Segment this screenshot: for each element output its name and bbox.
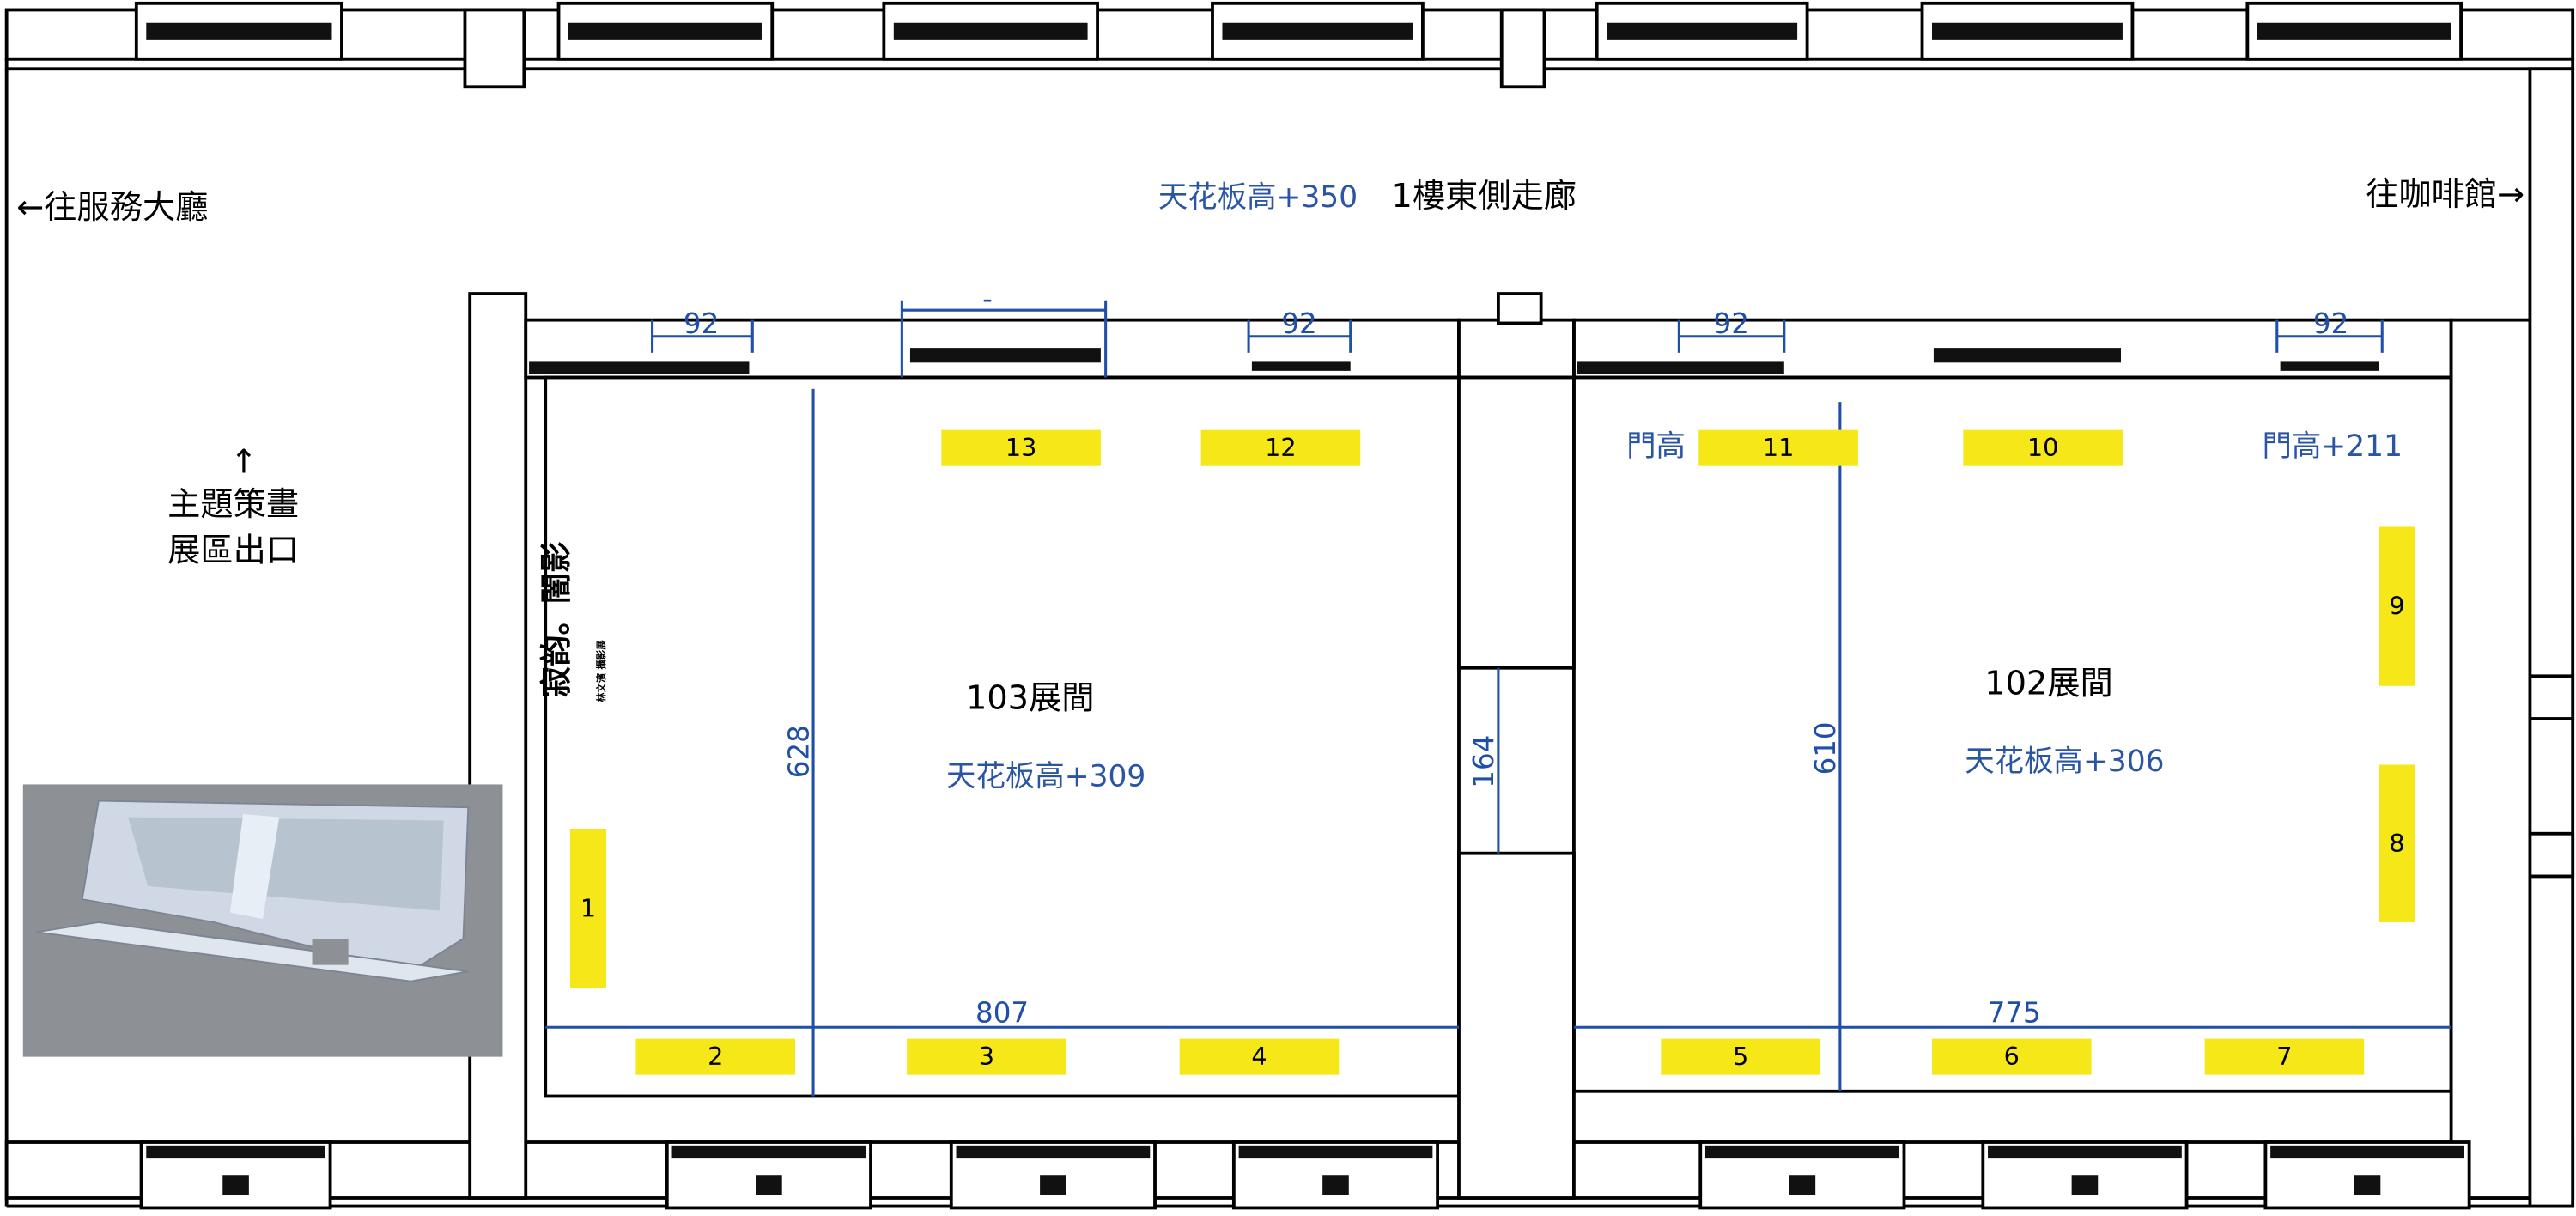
dim-door-c: 92	[1714, 307, 1749, 340]
exhibit-subtitle: 林文濱 攝影展	[595, 640, 607, 702]
window-pane	[568, 22, 762, 40]
exhibit-panel-4: 4	[1179, 1038, 1340, 1075]
exit-arrow-icon: ↑	[230, 443, 258, 481]
dimension-lines	[545, 300, 2451, 1097]
radiator-icon	[1322, 1175, 1349, 1195]
radiator-icon	[2354, 1175, 2381, 1195]
exhibit-panel-5: 5	[1661, 1038, 1820, 1075]
dim-room103-depth: 628	[782, 725, 815, 778]
exhibit-panel-13: 13	[941, 429, 1101, 466]
radiator-icon	[1040, 1175, 1066, 1195]
panel-number: 9	[2389, 592, 2404, 621]
window-pane	[2257, 22, 2451, 40]
door-height-partial: 門高	[1626, 429, 1686, 464]
radiator-icon	[222, 1175, 249, 1195]
window-pane	[146, 22, 332, 40]
window-pane	[146, 1145, 325, 1159]
exhibit-panel-6: 6	[1932, 1038, 2092, 1075]
exhibit-panel-9: 9	[2379, 526, 2415, 686]
corridor-ceiling-label: 天花板高+350	[1158, 180, 1358, 215]
panel-number: 7	[2276, 1042, 2292, 1071]
exit-note-line1: 主題策畫	[167, 486, 299, 524]
exhibit-panel-8: 8	[2379, 764, 2415, 922]
room-102-label: 102展間	[1984, 665, 2113, 702]
panel-number: 4	[1251, 1042, 1267, 1071]
window-pane	[671, 1145, 866, 1159]
left-exit-label: ←往服務大廳	[16, 189, 208, 227]
panel-number: 12	[1265, 433, 1297, 462]
radiator-icon	[756, 1175, 782, 1195]
corridor-title: 1樓東側走廊	[1392, 178, 1577, 216]
window-pane	[1222, 22, 1413, 40]
exhibit-panel-10: 10	[1963, 429, 2123, 466]
window-pane	[893, 22, 1088, 40]
right-exit-label: 往咖啡館→	[2366, 176, 2524, 214]
dim-window: -	[982, 283, 993, 315]
panel-number: 6	[2004, 1042, 2020, 1071]
dim-room103-width: 807	[975, 997, 1029, 1030]
door-height-label: 門高+211	[2263, 429, 2403, 464]
panel-number: 2	[708, 1042, 723, 1071]
exhibit-panel-12: 12	[1200, 429, 1361, 466]
exhibit-panel-3: 3	[907, 1038, 1066, 1075]
window-pane	[1988, 1145, 2182, 1159]
exhibit-panel-1: 1	[569, 829, 606, 988]
panel-number: 5	[1733, 1042, 1748, 1071]
dim-door-d: 92	[2313, 307, 2348, 340]
exhibit-panel-7: 7	[2204, 1038, 2365, 1075]
room-103-ceiling: 天花板高+309	[946, 759, 1145, 793]
panel-number: 8	[2389, 829, 2404, 858]
model-photo	[22, 784, 503, 1057]
window-pane	[1932, 22, 2123, 40]
exhibit-panel-2: 2	[635, 1038, 796, 1075]
room-103-label: 103展間	[966, 680, 1095, 718]
exhibit-panel-11: 11	[1698, 429, 1858, 466]
exhibit-title: 寂韵。闇影	[538, 542, 574, 697]
panel-number: 10	[2027, 433, 2059, 462]
panel-number: 1	[580, 893, 596, 922]
room-102-ceiling: 天花板高+306	[1965, 745, 2164, 779]
top-windows	[134, 1, 2463, 61]
dim-room102-depth: 610	[1809, 721, 1842, 775]
panel-number: 3	[979, 1042, 994, 1071]
window-pane	[1238, 1145, 1433, 1159]
radiator-icon	[1789, 1175, 1816, 1195]
radiator-icon	[2071, 1175, 2099, 1195]
dim-room102-width: 775	[1988, 997, 2041, 1030]
window-pane	[1607, 22, 1798, 40]
dim-pillar-gap: 164	[1467, 735, 1500, 788]
window-pane	[956, 1145, 1151, 1159]
dim-door-a: 92	[683, 307, 719, 340]
panel-number: 13	[1005, 433, 1037, 462]
bottom-windows	[139, 1140, 2471, 1210]
panel-number: 11	[1763, 433, 1795, 462]
window-pane	[1704, 1145, 1899, 1159]
window-pane	[2270, 1145, 2464, 1159]
dim-door-b: 92	[1281, 307, 1316, 340]
exit-note-line2: 展區出口	[167, 532, 299, 570]
